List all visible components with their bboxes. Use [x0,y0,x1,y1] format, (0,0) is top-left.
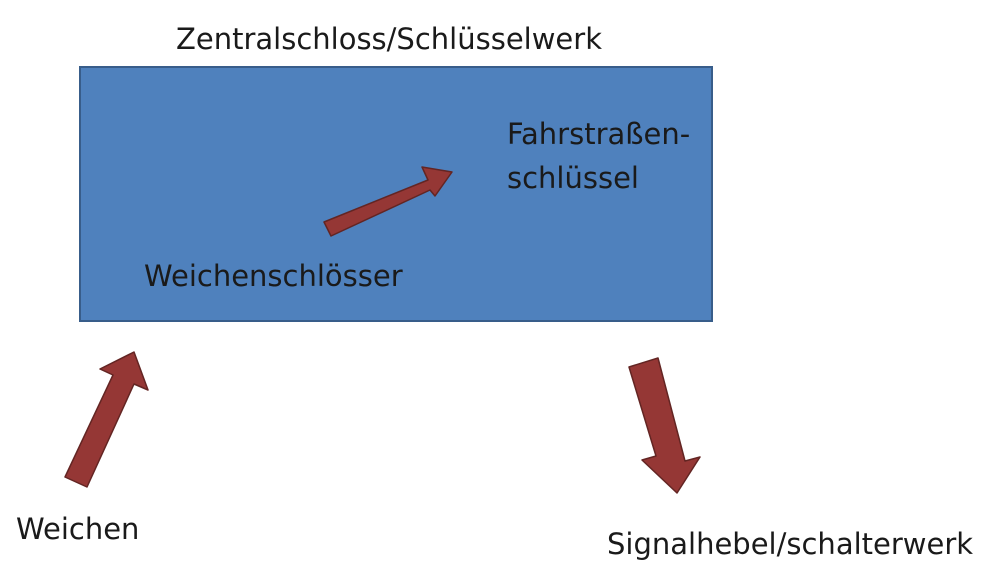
arrow-from-weichen-icon [64,351,149,488]
weichenschloesser-label: Weichenschlösser [144,259,403,293]
weichen-label: Weichen [16,512,140,546]
fahrstrassen-label-line-1: Fahrstraßen- [507,117,691,151]
diagram-title: Zentralschloss/Schlüsselwerk [176,22,602,56]
signalhebel-label: Signalhebel/schalterwerk [607,527,974,561]
arrow-to-fahrstrassen-icon [323,166,453,237]
fahrstrassen-schluessel-label: Fahrstraßen- schlüssel [507,112,690,200]
fahrstrassen-label-line-2: schlüssel [507,161,639,195]
arrow-to-signalhebel-icon [628,357,701,494]
